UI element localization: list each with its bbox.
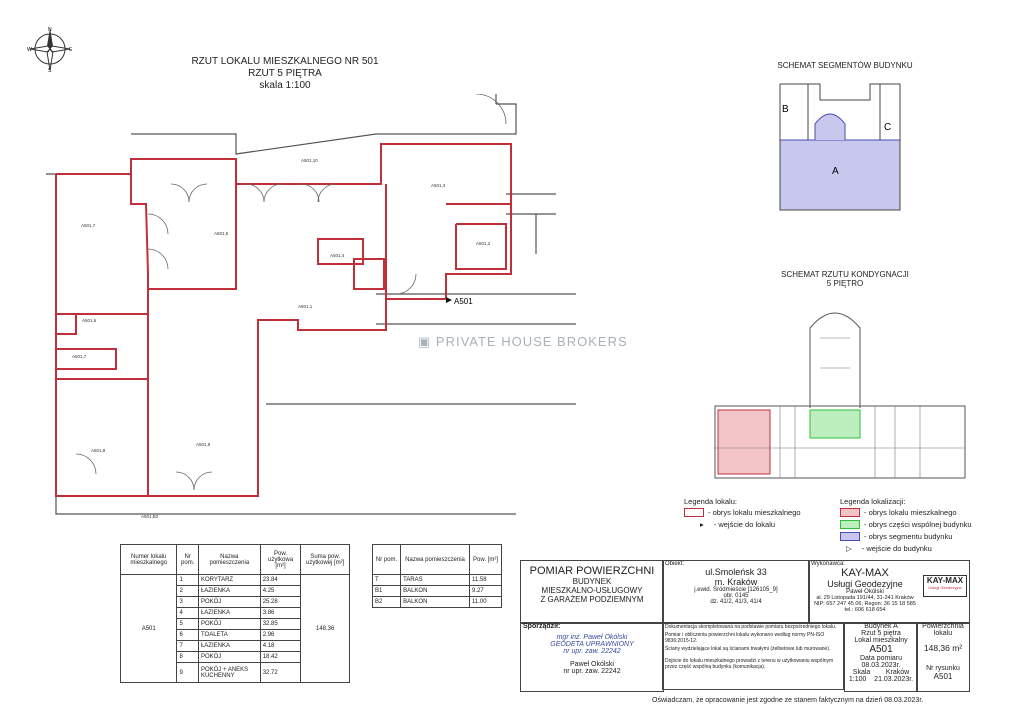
svg-text:W: W: [27, 47, 32, 53]
building-entry-icon: ▷: [846, 543, 852, 553]
floor-schema: [714, 312, 966, 479]
legend-swatch: [684, 507, 704, 517]
svg-text:A501,7: A501,7: [81, 223, 96, 228]
watermark: ▣ PRIVATE HOUSE BROKERS: [418, 334, 628, 349]
svg-text:A501,1: A501,1: [298, 304, 313, 309]
legend-swatch: [840, 519, 860, 529]
svg-text:E: E: [69, 47, 73, 53]
notes-panel: Dokumentacja skompletowana na podstawie …: [662, 622, 844, 690]
svg-text:C: C: [884, 122, 891, 133]
floor-schema-title: SCHEMAT RZUTU KONDYGNACJI 5 PIĘTRO: [781, 270, 909, 288]
measurement-panel: POMIAR POWIERZCHNI BUDYNEK MIESZKALNO-US…: [520, 560, 664, 624]
svg-text:A: A: [832, 166, 839, 177]
svg-text:A501: A501: [454, 297, 473, 306]
entry-arrow-icon: ▸: [700, 519, 704, 529]
plan-title: RZUT LOKALU MIESZKALNEGO NR 501 RZUT 5 P…: [191, 56, 379, 91]
legend-location: Legenda lokalizacji: - obrys lokalu mies…: [840, 497, 972, 553]
svg-text:A501,B2: A501,B2: [141, 514, 159, 519]
svg-text:A501,7: A501,7: [72, 354, 87, 359]
svg-text:A501,10: A501,10: [301, 158, 318, 163]
svg-text:A501,4: A501,4: [330, 253, 345, 258]
svg-text:A501,5: A501,5: [214, 231, 229, 236]
prepared-panel: Sporządził: mgr inż. Paweł Okólski GEODE…: [520, 622, 664, 692]
object-panel: Obiekt: ul.Smoleńsk 33 m. Kraków j.ewid.…: [662, 560, 810, 624]
svg-text:B: B: [782, 104, 789, 115]
legend-swatch: [840, 507, 860, 517]
svg-text:A501,2: A501,2: [476, 241, 491, 246]
legend-swatch: [840, 531, 860, 541]
contractor-panel: Wykonawca: KAY-MAX Usługi Geodezyjne Paw…: [808, 560, 970, 624]
svg-text:A501,8: A501,8: [91, 448, 106, 453]
svg-text:N: N: [48, 27, 52, 33]
svg-text:A501,9: A501,9: [196, 442, 211, 447]
compass-icon: N S W E: [27, 27, 73, 74]
segments-title: SCHEMAT SEGMENTÓW BUDYNKU: [777, 61, 913, 70]
legend-local: Legenda lokalu: - obrys lokalu mieszkaln…: [684, 497, 801, 529]
kaymax-logo: KAY-MAX Usługi Geodezyjne: [923, 575, 967, 597]
footer-statement: Oświadczam, że opracowanie jest zgodne z…: [652, 697, 924, 704]
area-panel: Powierzchnia lokalu 148,36 m² Nr rysunku…: [916, 622, 970, 692]
svg-text:A501,3: A501,3: [431, 183, 446, 188]
info-panel: Budynek A Rzut 5 piętra Lokal mieszkalny…: [844, 622, 918, 692]
svg-text:S: S: [48, 68, 52, 74]
floor-plan: A501,10 A501,3 A501,5 A501,4 A501,2 A501…: [46, 94, 576, 519]
segments-schema: B C A: [779, 83, 901, 211]
svg-text:A501,6: A501,6: [82, 318, 97, 323]
